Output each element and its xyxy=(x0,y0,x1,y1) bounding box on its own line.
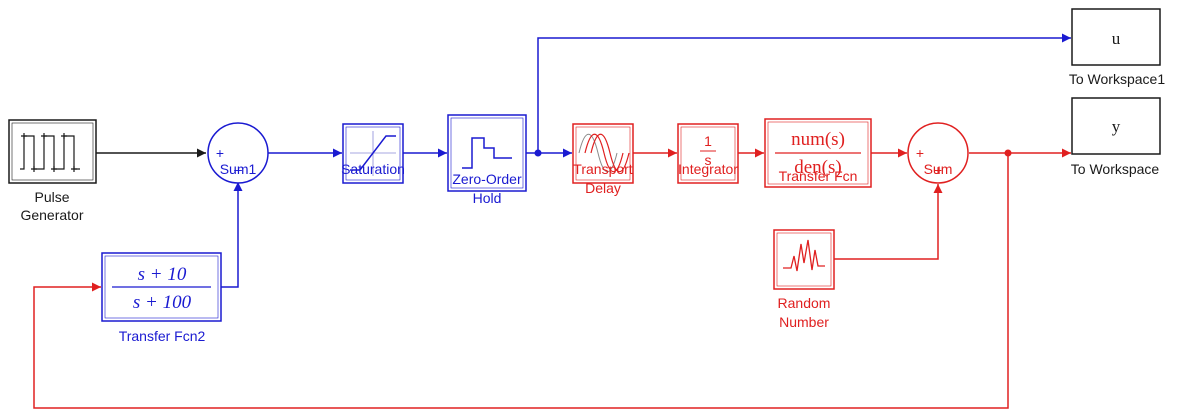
signal-feedback-loop[interactable] xyxy=(33,153,1009,409)
signal-tf2-to-sum1[interactable] xyxy=(221,182,243,288)
zero-order-hold-block[interactable]: Zero-Order Hold xyxy=(447,114,527,206)
to-workspace1-label: To Workspace1 xyxy=(1069,71,1165,87)
transport-delay-label-line2: Delay xyxy=(585,180,621,196)
sum-block[interactable]: + + Sum xyxy=(907,122,969,184)
transfer-fcn-numerator: num(s) xyxy=(791,129,845,150)
sum1-minus-sign: – xyxy=(234,161,242,177)
to-workspace1-block[interactable]: u To Workspace1 xyxy=(1069,8,1165,87)
saturation-label: Saturation xyxy=(341,161,405,177)
transfer-fcn2-label: Transfer Fcn2 xyxy=(119,328,206,344)
sum1-label: Sum1 xyxy=(220,161,257,177)
pulse-generator-block[interactable]: Pulse Generator xyxy=(8,119,97,223)
sum-plus-bottom: + xyxy=(934,162,942,178)
delayed-wave-icon xyxy=(578,133,630,173)
integrator-label: Integrator xyxy=(678,161,738,177)
signal-random-to-sum[interactable] xyxy=(834,184,943,260)
pulse-train-icon xyxy=(20,133,80,172)
random-signal-icon xyxy=(783,239,825,272)
signal-lines xyxy=(33,33,1071,409)
sum-plus-left: + xyxy=(916,145,924,161)
signal-branch-to-workspace1[interactable] xyxy=(537,33,1071,153)
to-workspace1-variable: u xyxy=(1112,29,1121,48)
sum-label: Sum xyxy=(924,161,953,177)
branch-point-blue xyxy=(534,149,542,157)
pulse-generator-label-line1: Pulse xyxy=(34,189,69,205)
to-workspace-variable: y xyxy=(1112,117,1121,136)
integrator-denominator: s xyxy=(705,152,712,168)
transfer-fcn-denominator: den(s) xyxy=(794,157,841,178)
transport-delay-block[interactable]: Transport Delay xyxy=(572,123,634,196)
random-number-block[interactable]: Random Number xyxy=(773,229,835,330)
integrator-block[interactable]: 1 s Integrator xyxy=(677,123,739,184)
transport-delay-label-line1: Transport xyxy=(573,161,633,177)
to-workspace-block[interactable]: y To Workspace xyxy=(1071,97,1161,177)
saturation-block[interactable]: Saturation xyxy=(341,123,405,184)
pulse-generator-label-line2: Generator xyxy=(20,207,83,223)
zero-order-hold-label-line2: Hold xyxy=(473,190,502,206)
transfer-fcn2-numerator: s + 10 xyxy=(138,264,187,285)
integrator-numerator: 1 xyxy=(704,133,712,149)
staircase-icon xyxy=(462,137,512,169)
sum1-block[interactable]: + – Sum1 xyxy=(207,122,269,184)
to-workspace-label: To Workspace xyxy=(1071,161,1160,177)
saturation-curve-icon xyxy=(350,131,396,176)
zero-order-hold-label-line1: Zero-Order xyxy=(452,171,522,187)
random-number-label-line1: Random xyxy=(778,295,831,311)
transfer-fcn-label: Transfer Fcn xyxy=(779,168,858,184)
random-number-label-line2: Number xyxy=(779,314,829,330)
transfer-fcn2-denominator: s + 100 xyxy=(133,292,192,313)
transfer-fcn2-block[interactable]: s + 10 s + 100 Transfer Fcn2 xyxy=(101,252,222,344)
sum1-plus-sign: + xyxy=(216,145,224,161)
transfer-fcn-block[interactable]: num(s) den(s) Transfer Fcn xyxy=(764,118,872,188)
